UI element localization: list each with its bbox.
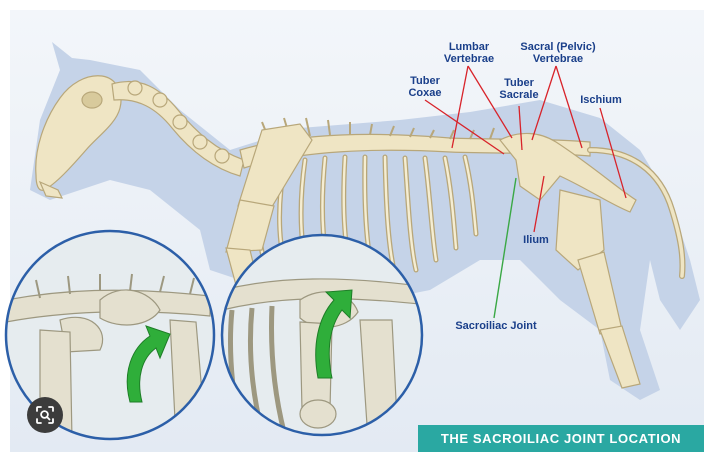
label-sacroiliac-joint: Sacroiliac Joint — [446, 320, 546, 332]
label-lumbar-vertebrae: Lumbar Vertebrae — [440, 41, 498, 65]
label-sacral-vertebrae: Sacral (Pelvic) Vertebrae — [512, 41, 604, 65]
banner-title: THE SACROILIAC JOINT LOCATION — [441, 431, 681, 446]
title-banner: THE SACROILIAC JOINT LOCATION — [418, 425, 704, 452]
label-ischium: Ischium — [572, 94, 630, 106]
image-search-button[interactable] — [27, 397, 63, 433]
image-search-icon — [35, 405, 55, 425]
label-tuber-sacrale: Tuber Sacrale — [494, 77, 544, 101]
label-tuber-coxae: Tuber Coxae — [400, 75, 450, 99]
label-ilium: Ilium — [516, 234, 556, 246]
